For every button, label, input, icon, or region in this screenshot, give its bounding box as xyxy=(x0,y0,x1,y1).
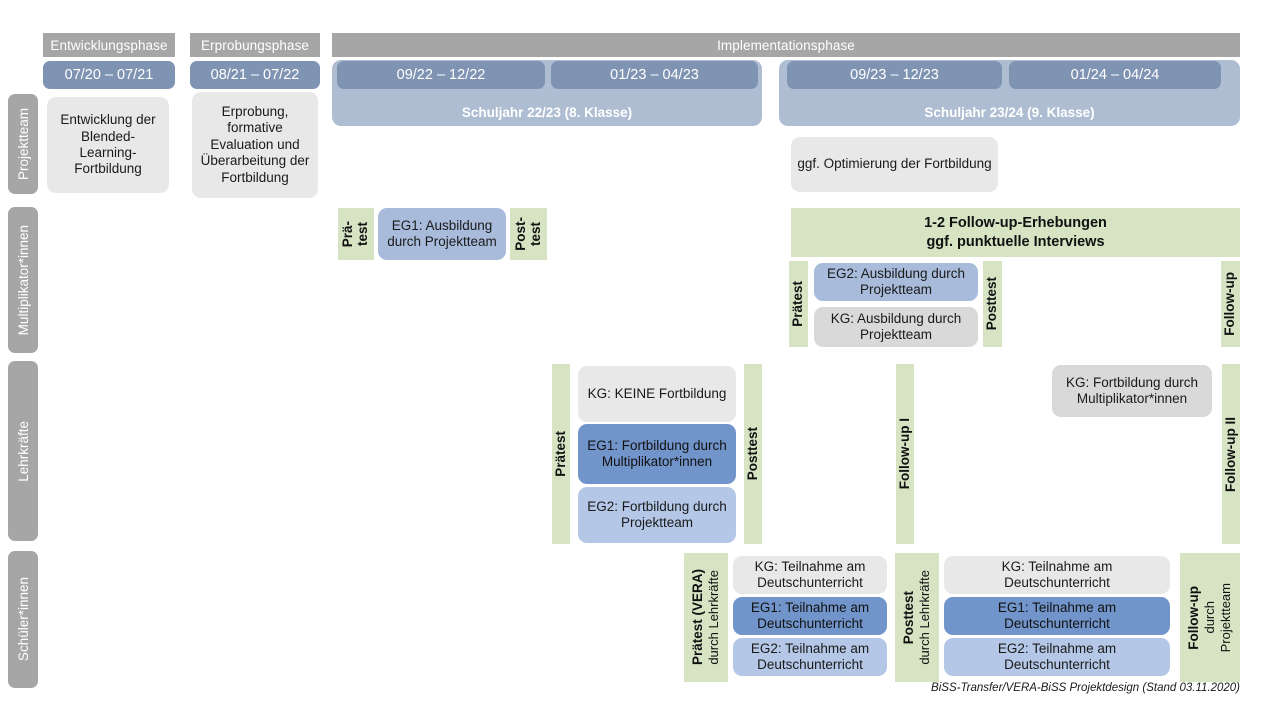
followup-sub-label-1: durch xyxy=(1202,601,1218,634)
box-label: KG: Ausbildung durch Projektteam xyxy=(830,310,962,342)
box-label: EG1: Ausbildung durch Projektteam xyxy=(387,217,497,249)
box-erprobung-evaluation: Erprobung, formative Evaluation und Über… xyxy=(192,92,318,198)
phase-band-implementationsphase: Implementationsphase xyxy=(332,33,1240,57)
period-label: 07/20 – 07/21 xyxy=(64,67,154,83)
green-strip-praetest-vera-schueler: Prätest (VERA) durch Lehrkräfte xyxy=(684,553,728,682)
box-eg1-teilnahme-deutschunterricht-left: EG1: Teilnahme am Deutschunterricht xyxy=(733,597,887,635)
box-label: EG1: Teilnahme am Deutschunterricht xyxy=(997,599,1117,631)
box-label: KG: Fortbildung durch Multiplikator*inne… xyxy=(1065,374,1199,406)
box-label: EG2: Teilnahme am Deutschunterricht xyxy=(997,640,1117,672)
green-strip-praetest-lehrkraefte: Prätest xyxy=(552,364,570,544)
green-strip-posttest-multiplikator-2: Posttest xyxy=(983,261,1002,347)
period-pill-0922-1222: 09/22 – 12/22 xyxy=(337,61,545,89)
box-label: Erprobung, formative Evaluation und Über… xyxy=(200,103,310,185)
box-kg-fortbildung-multiplikator: KG: Fortbildung durch Multiplikator*inne… xyxy=(1052,365,1212,417)
posttest-main-label: Posttest xyxy=(900,590,916,645)
praetest-sub-label: durch Lehrkräfte xyxy=(706,570,722,665)
green-banner-followup-erhebungen: 1-2 Follow-up-Erhebungen ggf. punktuelle… xyxy=(791,208,1240,257)
posttest-line2: test xyxy=(527,221,543,246)
period-label: 09/22 – 12/22 xyxy=(396,67,486,83)
period-label: 01/24 – 04/24 xyxy=(1070,67,1160,83)
box-eg1-teilnahme-deutschunterricht-right: EG1: Teilnahme am Deutschunterricht xyxy=(944,597,1170,635)
posttest-sub-label: durch Lehrkräfte xyxy=(917,570,933,665)
green-strip-followup-1-lehrkraefte: Follow-up I xyxy=(896,364,914,544)
box-eg2-fortbildung-projektteam: EG2: Fortbildung durch Projektteam xyxy=(578,487,736,543)
posttest-label: Posttest xyxy=(984,277,1000,331)
box-label: EG2: Fortbildung durch Projektteam xyxy=(587,498,727,530)
period-label: 08/21 – 07/22 xyxy=(210,67,300,83)
green-strip-posttest-schueler: Posttest durch Lehrkräfte xyxy=(895,553,939,682)
phase-band-label: Erprobungsphase xyxy=(200,37,310,53)
followup-banner-line2: ggf. punktuelle Interviews xyxy=(926,233,1105,250)
box-eg1-fortbildung-multiplikator: EG1: Fortbildung durch Multiplikator*inn… xyxy=(578,424,736,484)
period-pill-0923-1223: 09/23 – 12/23 xyxy=(787,61,1002,89)
box-label: EG2: Teilnahme am Deutschunterricht xyxy=(750,640,870,672)
followup-banner-line1: 1-2 Follow-up-Erhebungen xyxy=(924,214,1107,231)
green-strip-posttest-lehrkraefte: Posttest xyxy=(744,364,762,544)
box-eg2-teilnahme-deutschunterricht-right: EG2: Teilnahme am Deutschunterricht xyxy=(944,638,1170,676)
green-strip-posttest-multiplikator: Post- test xyxy=(510,208,547,260)
box-eg2-ausbildung-projektteam: EG2: Ausbildung durch Projektteam xyxy=(814,263,978,301)
green-strip-followup-schueler: Follow-up durch Projektteam xyxy=(1180,553,1240,682)
praetest-line1: Prä- xyxy=(340,220,356,248)
phase-band-label: Entwicklungsphase xyxy=(50,37,168,53)
followup-label: Follow-up xyxy=(1222,272,1238,336)
posttest-line1: Post- xyxy=(512,217,528,251)
period-pill-0720-0721: 07/20 – 07/21 xyxy=(43,61,175,89)
box-label: KG: Teilnahme am Deutschunterricht xyxy=(754,558,866,590)
period-label: 01/23 – 04/23 xyxy=(610,67,699,83)
box-eg2-teilnahme-deutschunterricht-left: EG2: Teilnahme am Deutschunterricht xyxy=(733,638,887,676)
followup-label: Follow-up I xyxy=(896,418,912,490)
period-pill-0123-0423: 01/23 – 04/23 xyxy=(551,61,758,89)
box-label: EG1: Teilnahme am Deutschunterricht xyxy=(750,599,870,631)
praetest-line2: test xyxy=(355,221,370,246)
box-eg1-ausbildung-projektteam: EG1: Ausbildung durch Projektteam xyxy=(378,208,506,260)
praetest-label: Prätest xyxy=(552,431,568,477)
green-strip-praetest-multiplikator-2: Prätest xyxy=(789,261,808,347)
box-kg-teilnahme-deutschunterricht-left: KG: Teilnahme am Deutschunterricht xyxy=(733,556,887,594)
school-year-label: Schuljahr 22/23 (8. Klasse) xyxy=(461,105,633,120)
actor-label-text: Multiplikator*innen xyxy=(15,224,31,336)
school-year-label: Schuljahr 23/24 (9. Klasse) xyxy=(924,105,1095,120)
box-label: ggf. Optimierung der Fortbildung xyxy=(797,156,992,172)
green-strip-praetest-multiplikator: Prä- test xyxy=(338,208,374,260)
followup-sub-label-2: Projektteam xyxy=(1218,582,1234,653)
praetest-main-label: Prätest (VERA) xyxy=(689,569,705,666)
box-kg-ausbildung-projektteam: KG: Ausbildung durch Projektteam xyxy=(814,307,978,347)
footer-text: BiSS-Transfer/VERA-BiSS Projektdesign (S… xyxy=(931,682,1240,694)
phase-band-label: Implementationsphase xyxy=(717,37,855,53)
box-label: KG: Teilnahme am Deutschunterricht xyxy=(1001,558,1113,590)
box-kg-teilnahme-deutschunterricht-right: KG: Teilnahme am Deutschunterricht xyxy=(944,556,1170,594)
praetest-label: Prätest xyxy=(790,281,806,327)
footer-caption: BiSS-Transfer/VERA-BiSS Projektdesign (S… xyxy=(680,682,1240,694)
actor-label-multiplikatorinnen: Multiplikator*innen xyxy=(8,207,38,353)
actor-label-text: Lehrkräfte xyxy=(15,420,31,482)
followup-label: Follow-up II xyxy=(1222,416,1238,492)
actor-label-lehrkraefte: Lehrkräfte xyxy=(8,361,38,541)
box-kg-keine-fortbildung: KG: KEINE Fortbildung xyxy=(578,366,736,422)
green-strip-followup-multiplikator: Follow-up xyxy=(1221,261,1240,347)
period-pill-0124-0424: 01/24 – 04/24 xyxy=(1009,61,1221,89)
period-pill-0821-0722: 08/21 – 07/22 xyxy=(190,61,320,89)
actor-label-text: Schüler*innen xyxy=(15,577,31,662)
phase-band-erprobungsphase: Erprobungsphase xyxy=(190,33,320,57)
actor-label-projektteam: Projektteam xyxy=(8,94,38,194)
actor-label-text: Projektteam xyxy=(15,107,31,181)
followup-main-label: Follow-up xyxy=(1185,585,1201,650)
box-label: EG1: Fortbildung durch Multiplikator*inn… xyxy=(587,437,727,469)
box-ggf-optimierung: ggf. Optimierung der Fortbildung xyxy=(791,137,998,192)
phase-band-entwicklungsphase: Entwicklungsphase xyxy=(43,33,175,57)
posttest-label: Posttest xyxy=(744,427,760,481)
box-entwicklung-fortbildung: Entwicklung der Blended-Learning-Fortbil… xyxy=(47,97,169,193)
box-label: Entwicklung der Blended-Learning-Fortbil… xyxy=(60,112,156,177)
green-strip-followup-2-lehrkraefte: Follow-up II xyxy=(1222,364,1240,544)
box-label: KG: KEINE Fortbildung xyxy=(587,385,727,401)
box-label: EG2: Ausbildung durch Projektteam xyxy=(826,265,966,297)
actor-label-schuelerinnen: Schüler*innen xyxy=(8,551,38,688)
period-label: 09/23 – 12/23 xyxy=(850,67,939,83)
